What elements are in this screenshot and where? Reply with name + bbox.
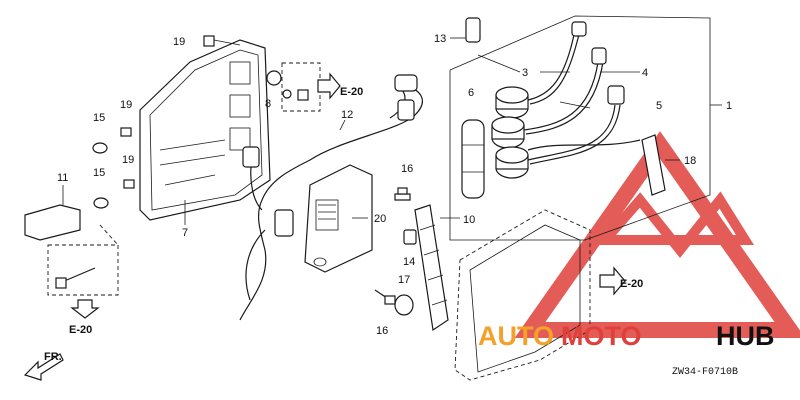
bolt-19a (120, 127, 132, 137)
callout-19a: 19 (173, 36, 185, 48)
arrow-right-icon (317, 72, 341, 100)
bolt-19b (123, 179, 135, 189)
callout-4: 4 (642, 67, 648, 79)
ref-label-e20-right: E-20 (620, 278, 643, 290)
direction-label: FR. (44, 351, 62, 363)
callout-12: 12 (341, 109, 353, 121)
watermark-text: AUTO MOTO HUB (478, 321, 775, 351)
connector-top (394, 74, 418, 92)
callout-5: 5 (656, 100, 662, 112)
coil-5 (495, 85, 641, 179)
bolt-16a (394, 187, 411, 201)
arrow-down-icon (70, 299, 100, 319)
direction-indicator: FR. (23, 351, 64, 381)
callout-7: 7 (182, 227, 188, 239)
module-20 (304, 164, 373, 273)
watermark-hub: HUB (716, 321, 775, 351)
callout-8: 8 (265, 98, 271, 110)
callout-15a: 15 (93, 112, 105, 124)
callout-16b: 16 (376, 325, 388, 337)
coil-boot-6 (461, 119, 485, 199)
callout-17: 17 (398, 274, 410, 286)
front-arrow-icon (23, 353, 64, 381)
callout-13: 13 (434, 33, 446, 45)
watermark-auto: AUTO (478, 321, 554, 351)
bracket-18 (641, 134, 666, 196)
callout-10: 10 (463, 214, 475, 226)
watermark-moto: MOTO (561, 321, 642, 351)
cover-panel (454, 209, 626, 381)
callout-3: 3 (522, 67, 528, 79)
bolt-16b (374, 289, 396, 305)
callout-1: 1 (726, 100, 732, 112)
callout-18: 18 (684, 155, 696, 167)
coil-assembly-group (449, 15, 722, 241)
callout-19c: 19 (122, 154, 134, 166)
drawing-code: ZW34-F0710B (672, 367, 738, 378)
callout-20: 20 (374, 213, 386, 225)
clip-13 (465, 17, 481, 43)
bolt-detail-box (47, 224, 119, 319)
callout-15b: 15 (93, 167, 105, 179)
callout-14: 14 (403, 256, 415, 268)
base-plate-7 (139, 39, 271, 225)
bracket-11 (24, 185, 81, 241)
ref-label-e20-top: E-20 (340, 86, 363, 98)
ref-label-e20-left: E-20 (69, 324, 92, 336)
wire-harness-12 (239, 74, 423, 321)
bolt-19c (203, 35, 215, 47)
grommet-8 (266, 62, 341, 112)
callout-16a: 16 (401, 163, 413, 175)
cap-17 (394, 294, 414, 316)
watermark-logo-icon (514, 131, 800, 338)
grommet-15b (93, 197, 109, 209)
grommet-15a (92, 142, 108, 154)
callout-19b: 19 (120, 99, 132, 111)
callout-11: 11 (57, 172, 68, 184)
callout-6: 6 (468, 87, 474, 99)
coil-3 (495, 21, 587, 119)
arrow-right-icon-2 (599, 266, 626, 296)
clip-14 (403, 229, 417, 245)
fuse-strip-10 (414, 204, 460, 332)
